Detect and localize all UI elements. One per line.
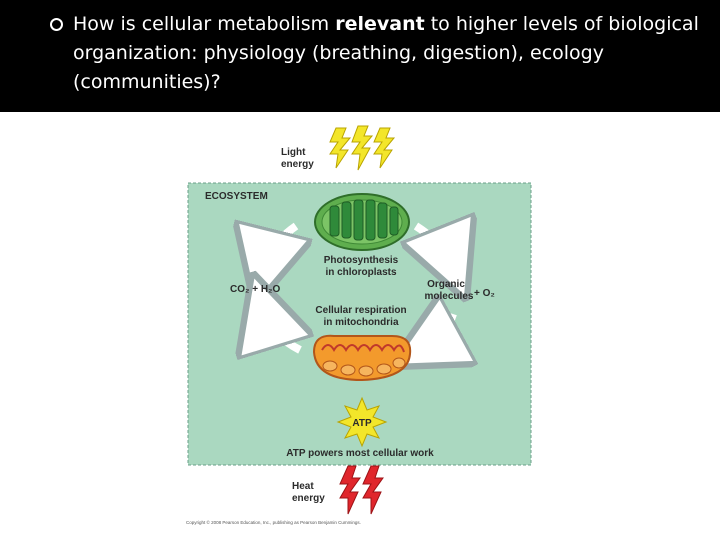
mitochondrion-icon [312,334,412,382]
organic-line2: molecules [425,291,474,302]
arrow-to-organic [416,226,452,264]
light-energy-line2: energy [281,159,314,170]
slide-question: How is cellular metabolism relevant to h… [73,10,703,97]
arrow-from-respiration [264,310,300,350]
light-bolts [329,125,396,171]
heat-energy-line1: Heat [292,481,314,492]
ecosystem-label: ECOSYSTEM [205,191,268,202]
bullet-circle-icon [50,18,63,31]
atp-starburst-icon [336,396,388,448]
heat-energy-line2: energy [292,493,325,504]
atp-powers-label: ATP powers most cellular work [286,448,434,459]
respiration-line1: Cellular respiration [315,305,406,316]
chloroplast-icon [314,193,410,251]
light-bolt-3-icon [373,127,396,169]
photosynthesis-line1: Photosynthesis [324,255,399,266]
arrow-to-co2 [264,226,296,268]
question-part2: to higher levels of biological organizat… [73,13,699,93]
heat-bolt-2-icon [362,465,384,515]
copyright-text: Copyright © 2008 Pearson Education, Inc.… [186,519,361,525]
organic-line1: Organic [427,279,465,290]
light-bolt-2-icon [351,125,374,171]
question-part1: How is cellular metabolism [73,13,336,35]
cycle-arrows [264,226,453,350]
co2-h2o-label: CO₂ + H₂O [230,284,281,295]
photosynthesis-line2: in chloroplasts [325,267,397,278]
question-emphasis: relevant [335,13,425,35]
light-energy-line1: Light [281,147,306,158]
o2-label: + O₂ [474,288,495,299]
heat-bolt-1-icon [339,465,361,515]
atp-label: ATP [352,418,372,429]
light-bolt-1-icon [329,127,352,169]
arrow-to-respiration [424,314,453,348]
title-band: How is cellular metabolism relevant to h… [0,0,720,112]
respiration-line2: in mitochondria [324,317,399,328]
heat-bolts [339,465,384,515]
